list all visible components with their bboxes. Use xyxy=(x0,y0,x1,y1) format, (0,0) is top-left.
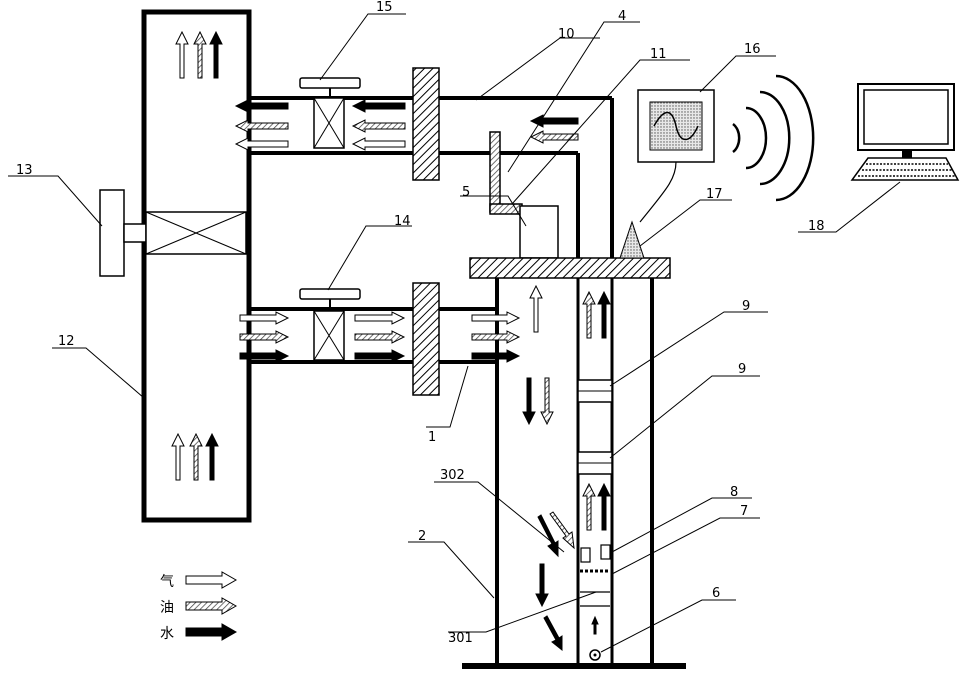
label-12: 12 xyxy=(58,334,75,349)
sensor-8-right xyxy=(601,545,610,559)
probe-4 xyxy=(490,132,500,212)
probe-11 xyxy=(490,204,522,214)
motor-13 xyxy=(100,190,124,276)
legend-oil-label: 油 xyxy=(160,600,174,616)
legend: 气 油 水 xyxy=(160,572,236,642)
label-9-upper: 9 xyxy=(742,299,750,314)
valve-15-handle xyxy=(300,78,360,88)
well-head-plate xyxy=(470,258,670,278)
label-1: 1 xyxy=(428,430,436,445)
motor-shaft xyxy=(124,224,146,242)
sensor-8-left xyxy=(581,548,590,562)
legend-gas-label: 气 xyxy=(160,574,174,590)
antenna-17 xyxy=(620,222,644,258)
flow-arrows-lower-left xyxy=(240,312,288,362)
computer-icon xyxy=(852,84,958,180)
label-4: 4 xyxy=(618,9,626,24)
flange-lower xyxy=(413,283,439,395)
flow-arrows-lower-right xyxy=(472,312,519,362)
label-7: 7 xyxy=(740,504,748,519)
flow-arrows-lower-mid xyxy=(355,312,404,362)
label-16: 16 xyxy=(744,42,761,57)
legend-water-label: 水 xyxy=(160,626,174,642)
flow-arrows-upper-left xyxy=(236,100,288,150)
legend-oil-arrow xyxy=(186,598,236,614)
flow-arrows-separator-top xyxy=(176,32,222,78)
legend-water-arrow xyxy=(186,624,236,640)
flow-arrows-annulus xyxy=(523,286,562,650)
sensor-cable xyxy=(640,162,676,222)
label-301: 301 xyxy=(448,631,473,646)
box-5 xyxy=(520,206,558,258)
label-6: 6 xyxy=(712,586,720,601)
wireless-signal-icon xyxy=(733,124,739,152)
label-18: 18 xyxy=(808,219,825,234)
flow-arrows-separator-bottom xyxy=(172,434,218,480)
label-17: 17 xyxy=(706,187,723,202)
label-15: 15 xyxy=(376,0,393,15)
label-14: 14 xyxy=(394,214,411,229)
label-10: 10 xyxy=(558,27,575,42)
flange-upper xyxy=(413,68,439,180)
label-8: 8 xyxy=(730,485,738,500)
label-2: 2 xyxy=(418,529,426,544)
flow-arrows-upper-mid xyxy=(353,100,405,150)
valve-14-handle xyxy=(300,289,360,299)
label-9-lower: 9 xyxy=(738,362,746,377)
legend-gas-arrow xyxy=(186,572,236,588)
label-11: 11 xyxy=(650,47,667,62)
label-5: 5 xyxy=(462,185,470,200)
label-302: 302 xyxy=(440,468,465,483)
flow-arrows-upper-right xyxy=(531,115,578,143)
label-13: 13 xyxy=(16,163,33,178)
